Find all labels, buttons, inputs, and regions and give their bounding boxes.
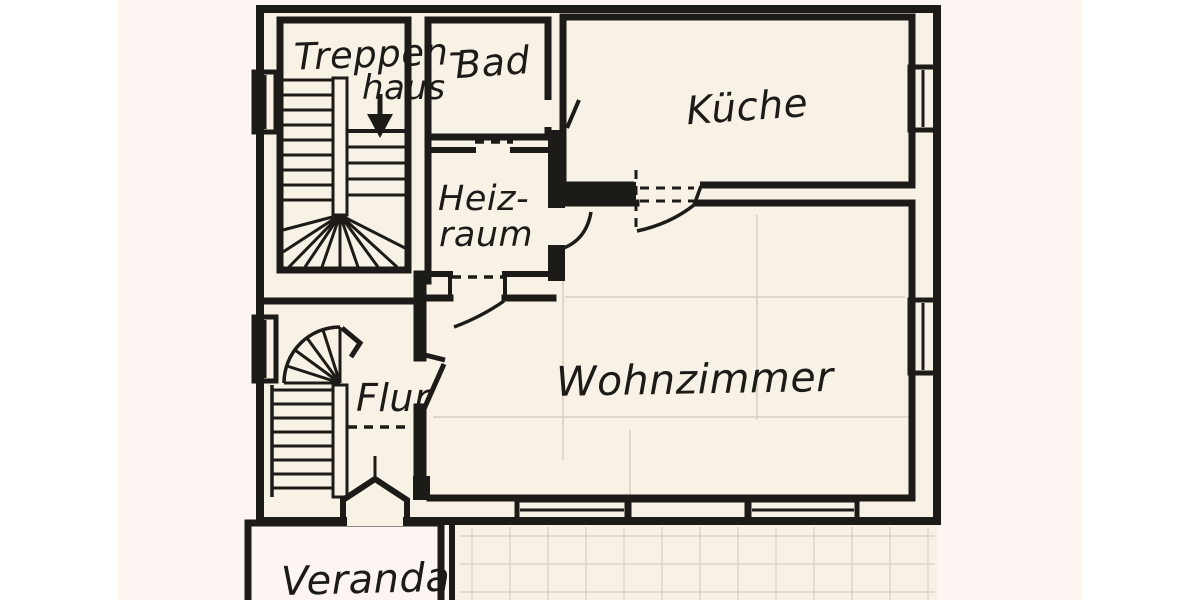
window-left-treppenhaus-icon: [251, 69, 279, 135]
window-bottom-3-icon: [746, 497, 860, 524]
windows: [251, 64, 940, 524]
room-label-treppenhaus-line1: Treppen-: [293, 30, 463, 79]
room-label-veranda: Veranda: [280, 555, 450, 600]
stairs-down-arrow-icon: [367, 94, 393, 138]
chimney-block: [548, 130, 636, 281]
door-hall-icon: [418, 272, 505, 329]
staircase-upper: [282, 76, 406, 269]
room-label-treppenhaus-line2: haus: [362, 68, 446, 108]
window-right-wohnzimmer-icon: [907, 297, 940, 376]
room-label-kueche: Küche: [685, 81, 810, 134]
terrace-tiles: [455, 523, 937, 600]
room-heizraum-walls: [424, 133, 557, 302]
room-label-flur: Flur: [356, 376, 432, 420]
room-flur-walls: [258, 270, 430, 500]
outer-wall: [256, 5, 941, 525]
room-label-bad: Bad: [454, 38, 532, 87]
window-left-flur-icon: [251, 314, 279, 384]
room-bad: [424, 16, 552, 141]
walls: [244, 5, 941, 600]
room-label-heizraum-line2: raum: [439, 215, 533, 255]
entrance-door-mark-icon: [340, 456, 410, 526]
room-label-heizraum-line1: Heiz-: [438, 179, 529, 219]
pencil-guidelines: [433, 215, 910, 496]
room-treppenhaus: [276, 16, 412, 274]
door-heizraum-icon: [557, 211, 593, 252]
door-bad-kueche-leaf-icon: [565, 99, 581, 129]
door-kueche-icon: [634, 170, 703, 233]
door-flur-wohnzimmer-icon: [420, 351, 447, 411]
room-labels: Treppen- haus Bad Küche Heiz- raum Wohnz…: [280, 30, 835, 600]
staircase-lower: [270, 325, 364, 499]
room-label-wohnzimmer: Wohnzimmer: [556, 353, 836, 406]
doors: [340, 99, 703, 526]
house-floor: [260, 9, 937, 521]
window-right-kueche-icon: [907, 64, 940, 133]
